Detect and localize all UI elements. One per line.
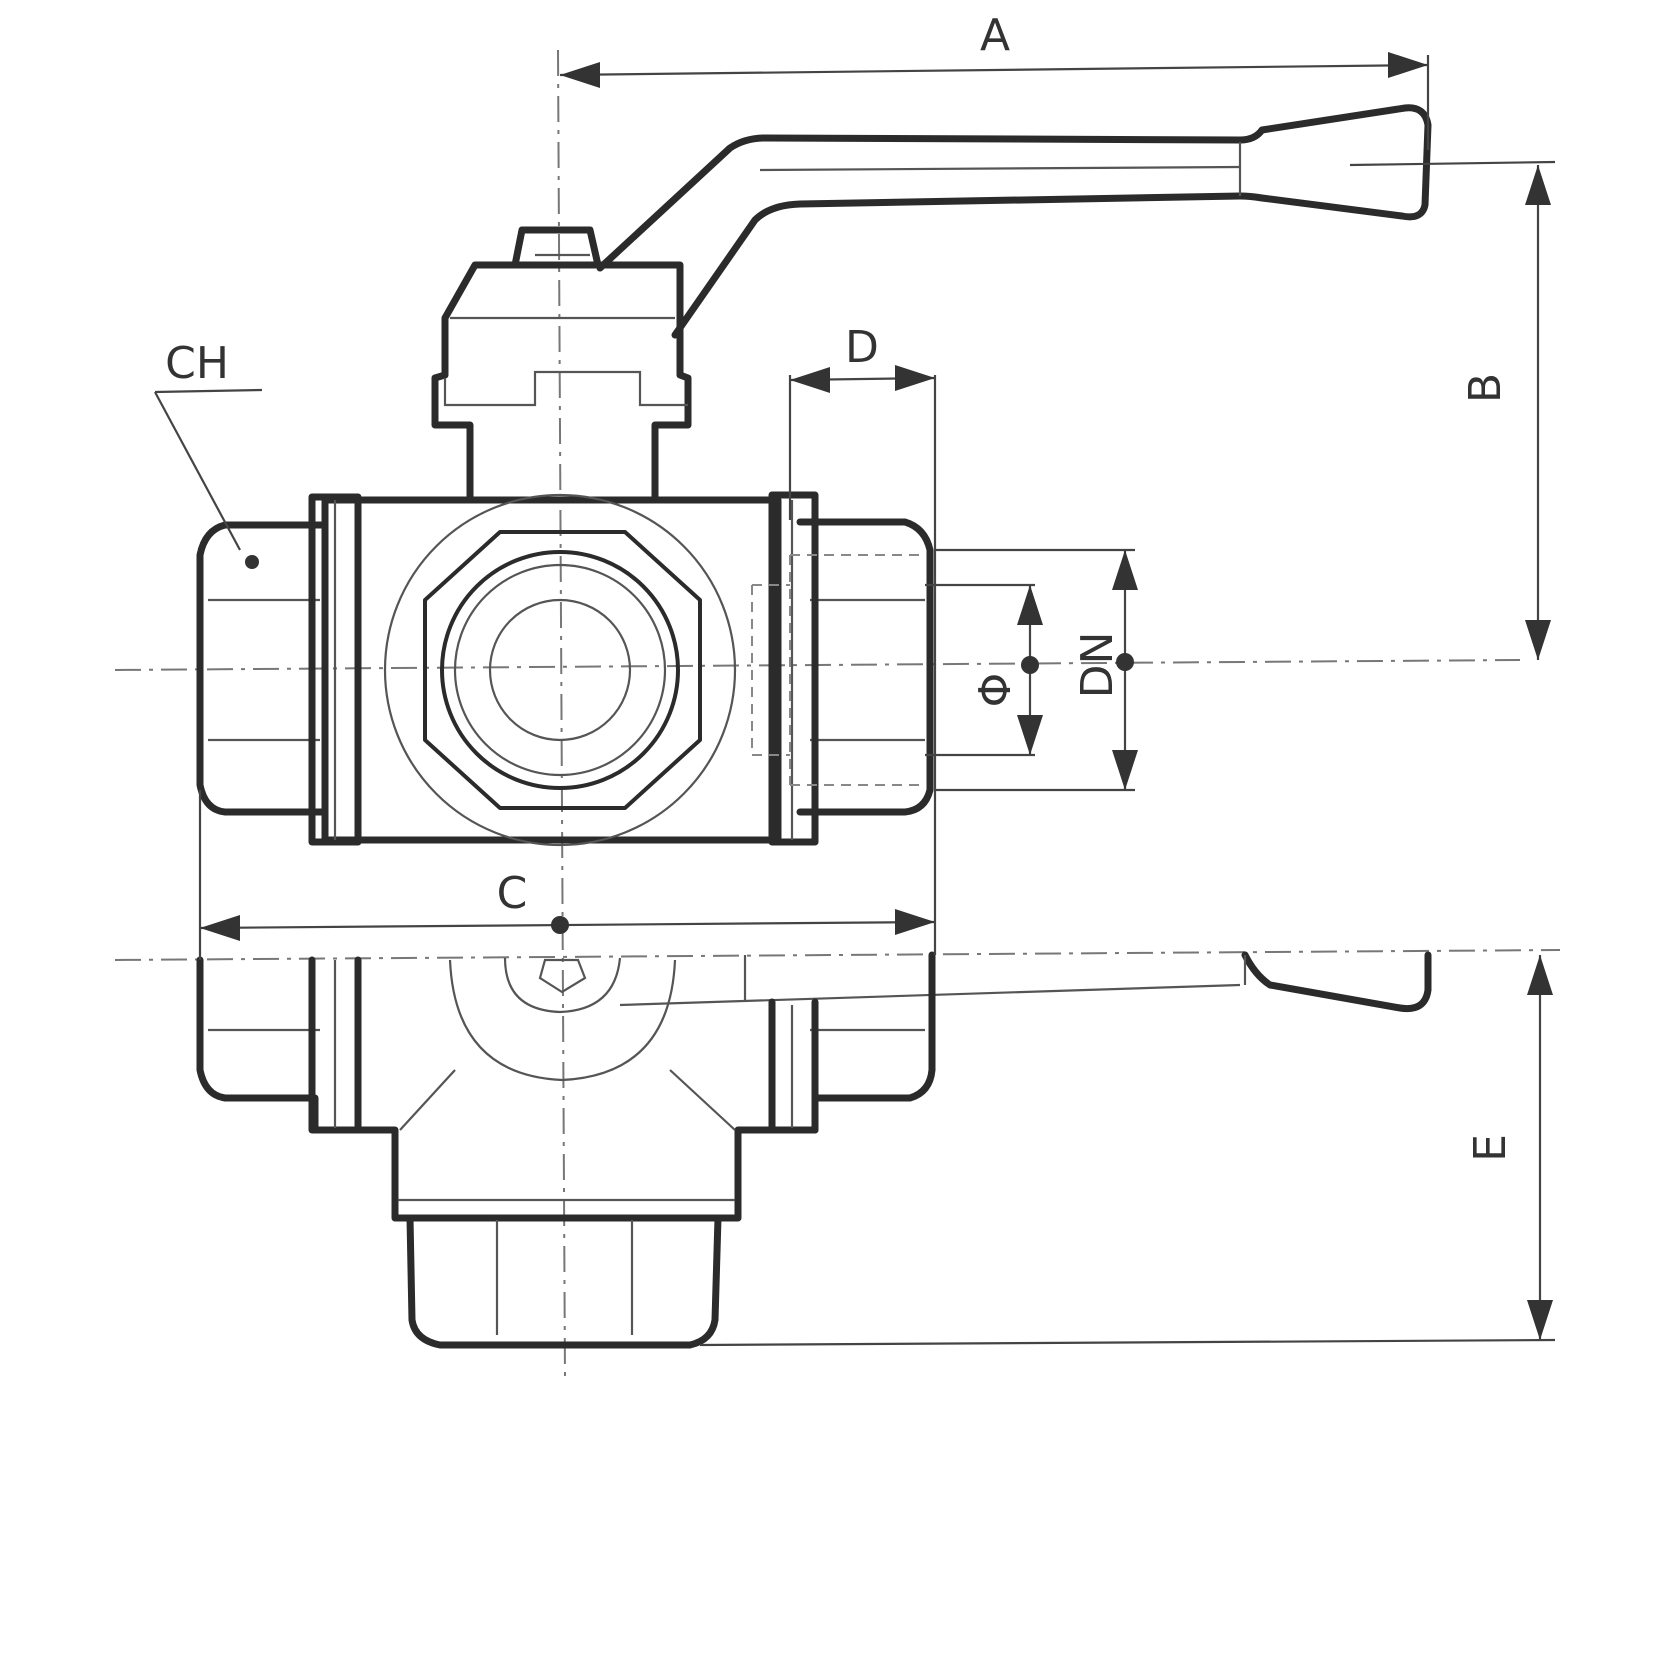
dim-e-arrow-bottom [1527,1300,1553,1340]
side-right-ring [768,998,819,1134]
dim-c-label: C [497,868,528,919]
horizontal-centerline-side-view [114,949,1561,961]
left-ring [308,493,362,846]
left-end-fitting [196,521,329,816]
valve-body-side [196,951,936,1222]
port-hex-nut [423,530,702,810]
dim-c-center-dot [551,916,569,934]
dim-d-arrow-left [790,367,830,393]
side-dome [448,959,677,1082]
dim-phi-label: Φ [970,673,1021,708]
bottom-port [406,1214,722,1349]
dim-b-label: B [1460,373,1511,403]
dim-b-arrow-bottom [1525,620,1551,660]
side-stem-boss [503,957,622,1014]
port-inner-ring [453,563,667,777]
stem-housing [431,261,692,504]
ch-leader-line [154,391,241,551]
dim-phi-center-dot [1021,656,1039,674]
right-end-fitting [796,518,934,816]
dim-c-arrow-right [895,909,935,935]
side-taper-right [669,1069,736,1131]
dim-d-label: D [845,322,879,373]
dim-phi-arrow-top [1017,585,1043,625]
dim-a-line [559,63,1429,77]
housing-collar [443,370,688,407]
dim-d-arrow-right [895,365,935,391]
dim-b-ext-top [1349,160,1556,167]
port-ring [440,550,680,790]
top-view [196,104,1432,847]
dim-a-arrow-left [560,62,600,88]
center-lines [114,49,1561,1381]
dim-e-arrow-top [1527,955,1553,995]
vertical-centerline [557,49,566,1381]
dim-a-arrow-right [1388,52,1428,78]
side-stem-nut [538,958,587,994]
ch-marker-dot [245,555,259,569]
dim-c-arrow-left [200,915,240,941]
port-bore [488,598,632,742]
ch-leader-shelf [154,388,263,394]
right-ring [768,491,819,846]
dim-dn-center-dot [1116,653,1134,671]
handle-top [596,104,1432,339]
dim-a-label: A [980,10,1010,61]
dim-dn-arrow-bottom [1112,750,1138,790]
dim-phi-arrow-bottom [1017,715,1043,755]
ch-label: CH [165,338,229,389]
side-left-ring [308,956,362,1134]
dim-e-ext-bottom [699,1338,1556,1347]
handle-midline [759,165,1241,172]
dimensions: A B C D DN Φ [154,10,1556,1347]
side-taper-left [399,1069,456,1131]
handle-side [1241,951,1432,1013]
dim-dn-label: DN [1072,632,1123,699]
stem-nut [511,226,602,269]
dim-b-arrow-top [1525,165,1551,205]
dim-e-label: E [1465,1134,1516,1162]
side-view [196,951,1432,1349]
port-outer-circle [383,493,737,847]
dim-dn-arrow-top [1112,550,1138,590]
